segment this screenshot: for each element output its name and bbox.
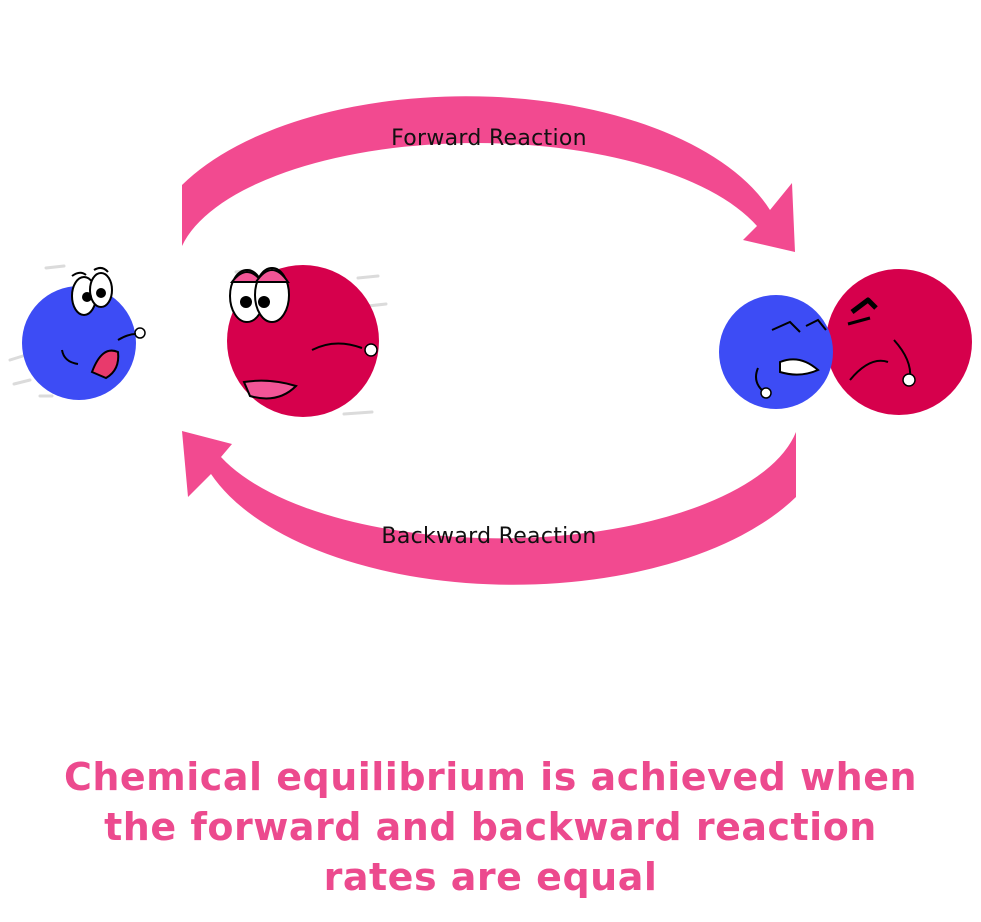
reactant-blue-molecule-icon bbox=[8, 264, 146, 400]
caption-line-2: the forward and backward reaction bbox=[104, 805, 877, 849]
equilibrium-caption: Chemical equilibrium is achieved when th… bbox=[0, 752, 981, 902]
forward-arrow-icon bbox=[182, 96, 795, 252]
backward-reaction-label: Backward Reaction bbox=[381, 524, 597, 549]
reactant-red-molecule-icon bbox=[227, 265, 388, 417]
backward-arrow-icon bbox=[182, 431, 796, 585]
caption-line-3: rates are equal bbox=[323, 855, 658, 899]
forward-reaction-label: Forward Reaction bbox=[391, 126, 587, 151]
caption-line-1: Chemical equilibrium is achieved when bbox=[63, 755, 918, 799]
product-molecule-pair-icon bbox=[719, 269, 972, 415]
